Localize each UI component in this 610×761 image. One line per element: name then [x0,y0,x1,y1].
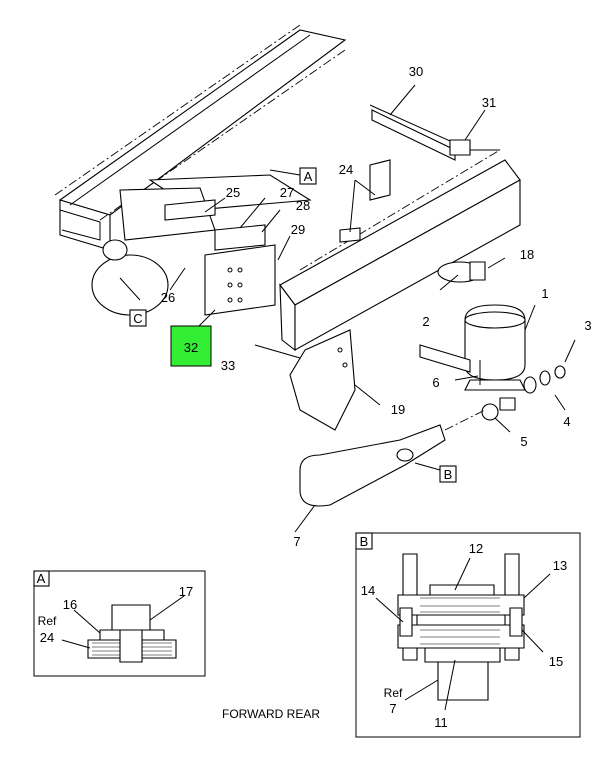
callout-12: 12 [469,541,483,556]
callout-18: 18 [520,247,534,262]
callout-16: 16 [63,597,77,612]
frame-rail-left [54,24,347,251]
detail-a: A 16 17 Ref 24 [33,570,206,677]
callout-32-highlight[interactable]: 32 [170,325,212,367]
svg-text:A: A [304,169,313,184]
ref-number-b: 7 [389,701,396,716]
svg-text:C: C [133,311,142,326]
callout-14: 14 [361,583,375,598]
view-marker-a: A [299,167,317,185]
callout-15: 15 [549,654,563,669]
callout-2: 2 [422,314,429,329]
view-marker-c: C [129,309,147,327]
leader-lines [119,84,576,533]
callout-11: 11 [434,715,448,730]
ref-label-b: Ref [384,686,403,700]
caption: FORWARD REAR [222,707,320,721]
callout-6: 6 [432,375,439,390]
trailing-arm-7 [299,409,486,507]
view-marker-b: B [439,465,457,483]
callout-27: 27 [280,185,294,200]
callout-30: 30 [409,64,423,79]
bracket-19 [289,329,356,431]
detail-b: B 12 13 14 15 11 Ref 7 [355,532,581,738]
callout-5: 5 [520,434,527,449]
frame-rail-right [279,104,521,352]
bracket-31 [449,139,471,156]
air-spring-plate-18 [437,261,486,283]
callout-28: 28 [296,198,310,213]
callout-13: 13 [553,558,567,573]
hanger-bracket-assembly [164,199,276,316]
wheel-hub-shadow [91,239,169,316]
small-plate-24 [339,159,391,243]
callout-33: 33 [221,358,235,373]
svg-text:A: A [37,571,46,586]
callout-19: 19 [391,402,405,417]
callout-24: 24 [339,162,353,177]
callout-7: 7 [293,534,300,549]
svg-text:B: B [360,534,369,549]
callout-29: 29 [291,222,305,237]
callout-25: 25 [226,185,240,200]
callout-labels: 30 31 24 25 27 28 29 26 18 2 1 3 6 4 5 3… [161,64,592,549]
air-spring-1 [419,304,526,391]
callout-3: 3 [584,318,591,333]
svg-text:B: B [444,467,453,482]
callout-1: 1 [541,286,548,301]
callout-31: 31 [482,95,496,110]
callout-26: 26 [161,290,175,305]
ref-number-a: 24 [40,630,54,645]
callout-4: 4 [563,414,570,429]
fasteners-3-4 [523,365,566,394]
ref-label-a: Ref [38,614,57,628]
bushing-5 [481,397,516,421]
callout-17: 17 [179,584,193,599]
svg-text:32: 32 [184,340,198,355]
